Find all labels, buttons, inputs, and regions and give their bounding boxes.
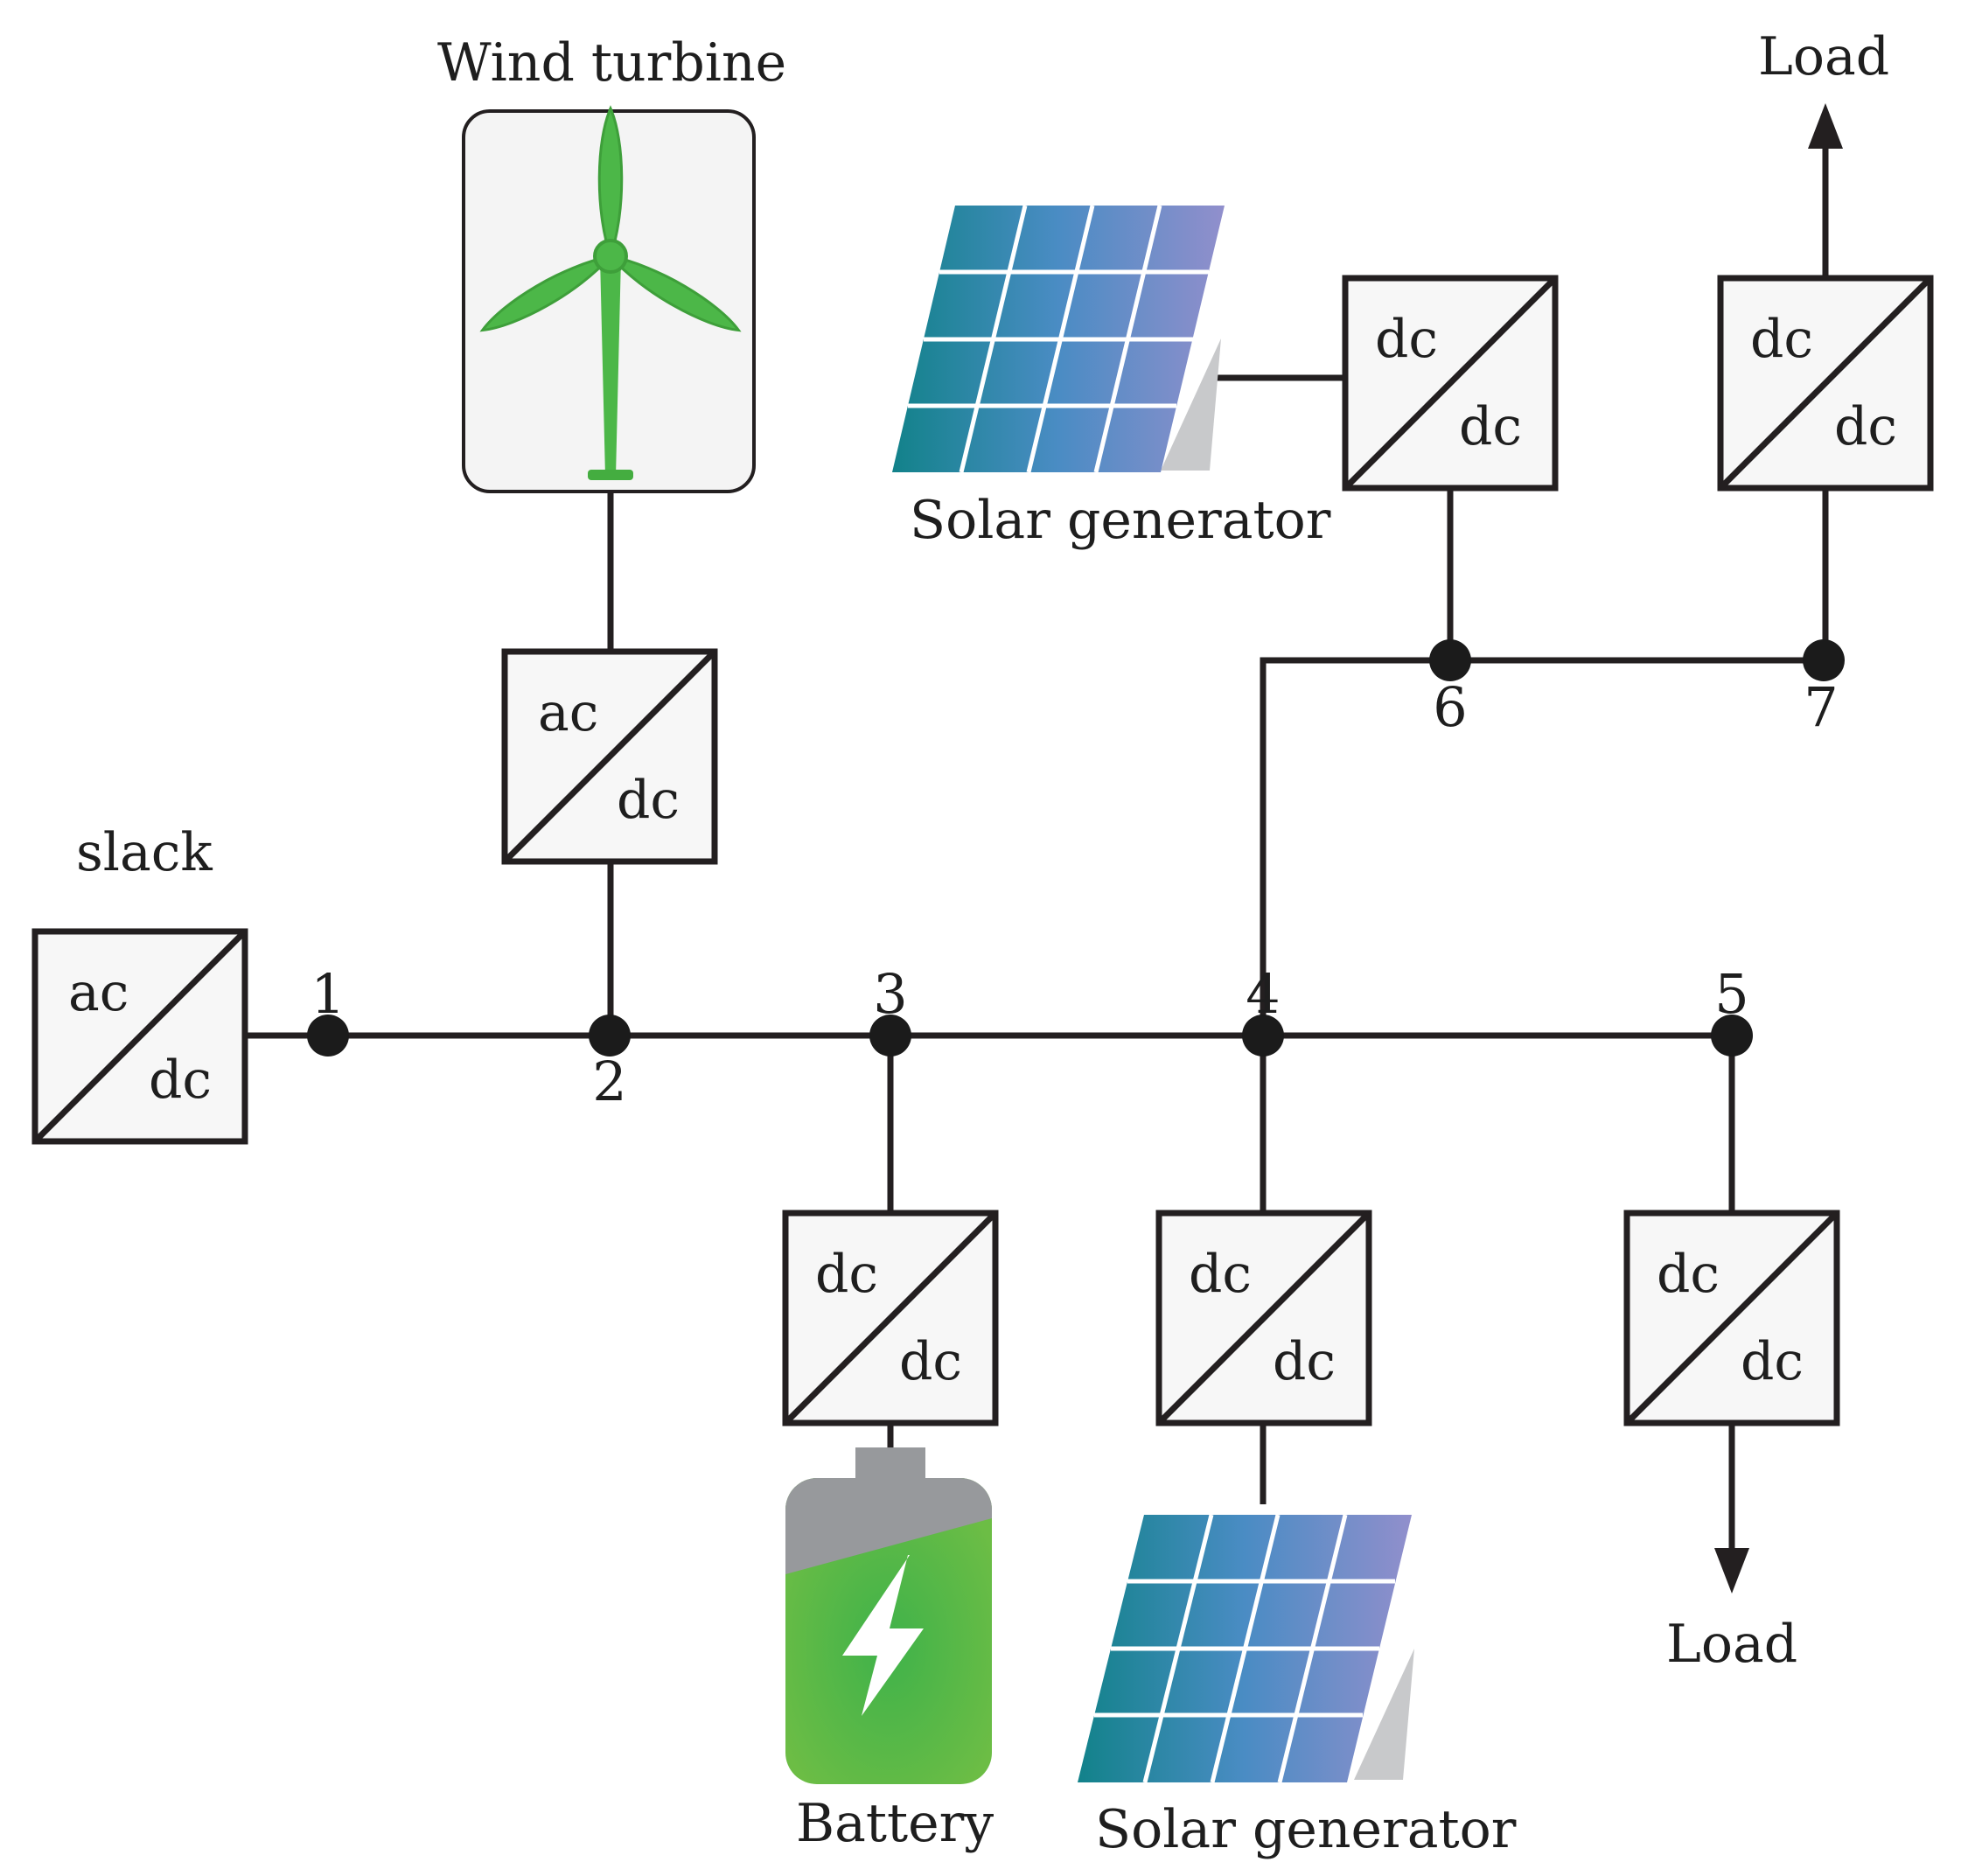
load-top-label: Load (1758, 26, 1889, 87)
converter-wind-bottom-label: dc (617, 770, 680, 831)
solar-panel-icon (892, 205, 1225, 473)
battery-label: Battery (796, 1793, 994, 1854)
wires (236, 103, 1843, 1594)
solar-panel-icon (1078, 1514, 1414, 1783)
converter-slack-top-label: ac (68, 962, 129, 1023)
node-labels: 1 2 3 4 5 6 7 (311, 675, 1838, 1113)
converter-slack-bottom-label: dc (149, 1050, 212, 1111)
node-6-label: 6 (1433, 675, 1467, 739)
node-7-label: 7 (1804, 675, 1838, 739)
converter-solar-top-top-label: dc (1375, 309, 1438, 370)
converter-solar-bottom: dc dc (1155, 1210, 1372, 1426)
node-4-label: 4 (1246, 962, 1280, 1026)
converter-load-bottom-top-label: dc (1657, 1244, 1720, 1305)
converter-wind: ac dc (501, 648, 718, 865)
slack-label: slack (76, 822, 213, 883)
node-5 (1711, 1015, 1753, 1057)
node-2 (589, 1015, 631, 1057)
node-6 (1429, 639, 1471, 681)
arrow-up-icon (1808, 103, 1843, 149)
node-5-label: 5 (1714, 962, 1748, 1026)
node-3-label: 3 (873, 962, 907, 1026)
node-7 (1803, 639, 1845, 681)
converter-solar-top-bottom-label: dc (1459, 396, 1522, 457)
load-bottom-label: Load (1666, 1614, 1797, 1675)
arrow-down-icon (1714, 1548, 1749, 1594)
converter-battery-bottom-label: dc (899, 1331, 962, 1392)
converter-solar-top: dc dc (1342, 275, 1559, 492)
wind-turbine-icon (462, 105, 756, 493)
node-1-label: 1 (311, 962, 345, 1026)
converter-load-bottom-bottom-label: dc (1741, 1331, 1804, 1392)
battery-icon (785, 1447, 992, 1784)
node-1 (307, 1015, 349, 1057)
node-3 (869, 1015, 911, 1057)
converter-slack: ac dc (31, 928, 248, 1145)
converter-load-top-top-label: dc (1750, 309, 1813, 370)
nodes (307, 639, 1845, 1057)
converter-load-bottom: dc dc (1623, 1210, 1840, 1426)
wind-turbine-label: Wind turbine (437, 32, 786, 94)
converter-load-top-bottom-label: dc (1834, 396, 1897, 457)
node-2-label: 2 (592, 1050, 626, 1113)
converter-wind-top-label: ac (538, 682, 598, 743)
converter-battery-top-label: dc (815, 1244, 878, 1305)
branch-bus (1260, 657, 1825, 1036)
solar-top-label: Solar generator (910, 490, 1331, 551)
converter-battery: dc dc (782, 1210, 999, 1426)
node-4 (1242, 1015, 1284, 1057)
solar-bottom-label: Solar generator (1095, 1799, 1517, 1860)
converter-solar-bottom-top-label: dc (1189, 1244, 1252, 1305)
converter-load-top: dc dc (1717, 275, 1934, 492)
converter-solar-bottom-bottom-label: dc (1273, 1331, 1336, 1392)
